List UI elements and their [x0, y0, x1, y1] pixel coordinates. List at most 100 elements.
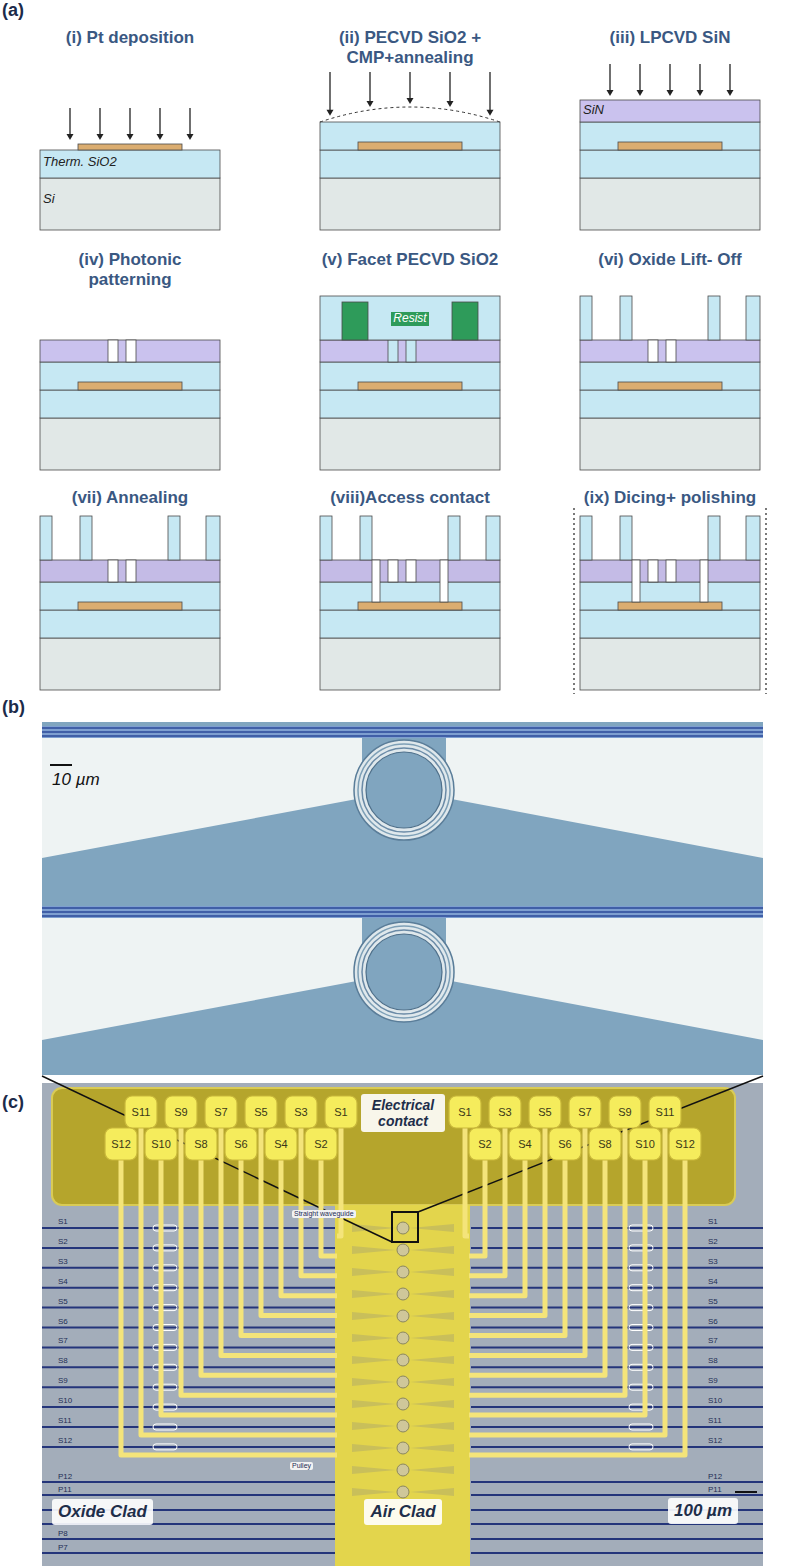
ring-edge: [362, 748, 446, 832]
electrical-wire: [469, 1144, 685, 1455]
pecvd-oxide: [580, 362, 760, 390]
arrow-head: [637, 90, 644, 96]
pad-label: S3: [498, 1106, 511, 1119]
step-title: (iv) Photonic patterning: [55, 250, 205, 289]
contact-pad: [245, 1096, 277, 1128]
pad-label: S5: [538, 1106, 551, 1119]
ring-edge: [358, 926, 450, 1018]
deposition-arrow: [639, 64, 640, 91]
electrical-wire: [469, 1112, 665, 1435]
waveguide: [471, 1267, 763, 1269]
waveguide-label: S3: [708, 1257, 718, 1266]
waveguide-label: S4: [58, 1277, 68, 1286]
electrical-wire: [469, 1144, 605, 1375]
access-opening: [372, 560, 380, 602]
platinum-heater: [618, 142, 722, 150]
waveguide: [42, 1366, 335, 1368]
pecvd-oxide: [40, 362, 220, 390]
taper-wedge: [410, 1312, 454, 1320]
silicon-substrate: [320, 638, 500, 690]
waveguide-label: S12: [58, 1436, 72, 1445]
deposition-arrow: [129, 108, 130, 135]
waveguide-label: S6: [708, 1317, 718, 1326]
pecvd-oxide: [580, 122, 760, 150]
panel-label: (a): [2, 0, 24, 21]
node-text: Electrical contact: [367, 1097, 439, 1129]
contact-pad: [265, 1128, 297, 1160]
oxide-pillar: [708, 296, 720, 340]
step-title: (v) Facet PECVD SiO2: [295, 250, 525, 270]
waveguide-label: P12: [708, 1472, 722, 1481]
zoom-line: [418, 1076, 763, 1212]
device-icon: [153, 1305, 177, 1311]
arrow-head: [97, 134, 104, 140]
waveguide: [471, 1538, 763, 1540]
waveguide: [42, 1446, 335, 1448]
trench: [126, 560, 136, 582]
bus-waveguide-edge: [42, 915, 763, 917]
pad-label: S2: [478, 1138, 491, 1151]
waveguide: [471, 1446, 763, 1448]
device-icon: [629, 1225, 653, 1231]
silicon-substrate: [40, 418, 220, 470]
oxide-pillar: [320, 516, 332, 560]
contact-pad: [325, 1096, 357, 1128]
waveguide-label: S5: [58, 1297, 68, 1306]
ring-center: [366, 752, 442, 828]
oxide-pillar: [360, 516, 372, 560]
silicon-nitride: [580, 340, 760, 362]
pad-label: S12: [111, 1138, 131, 1151]
contact-pad: [549, 1128, 581, 1160]
scale-bar: [50, 764, 72, 766]
trench: [648, 560, 658, 582]
oxide-pillar: [620, 296, 632, 340]
deposition-arrow: [449, 72, 450, 102]
device-icon: [153, 1364, 177, 1370]
electrical-wire: [321, 1144, 337, 1256]
pad-label: S7: [214, 1106, 227, 1119]
device-icon: [629, 1404, 653, 1410]
oxide-pillar: [80, 516, 92, 560]
pecvd-oxide: [320, 362, 500, 390]
taper-wedge: [352, 1268, 396, 1276]
contact-pad: [145, 1128, 177, 1160]
contact-pad: [669, 1128, 701, 1160]
scale-label: 10 µm: [52, 770, 100, 790]
contact-pad: [649, 1096, 681, 1128]
thermal-oxide: [40, 150, 220, 178]
resist-label: Resist: [391, 312, 428, 326]
oxide-pillar: [448, 516, 460, 560]
arrow-head: [487, 110, 494, 116]
waveguide: [471, 1366, 763, 1368]
taper-wedge: [410, 1224, 454, 1232]
taper-wedge: [352, 1400, 396, 1408]
air-clad-window: [335, 1205, 470, 1566]
ring-device: [397, 1222, 409, 1234]
waveguide: [42, 1386, 335, 1388]
device-icon: [153, 1285, 177, 1291]
pad-label: S8: [194, 1138, 207, 1151]
electrode-region: [42, 738, 362, 858]
silicon-nitride: [320, 340, 500, 362]
step-title: (ii) PECVD SiO2 + CMP+annealing: [335, 28, 485, 67]
ring-device: [397, 1486, 409, 1498]
arrow-head: [407, 98, 414, 104]
platinum-heater: [358, 382, 462, 390]
bus-waveguide-edge: [42, 727, 763, 729]
electrical-wire: [469, 1144, 645, 1415]
zoom-line: [42, 1076, 392, 1242]
dicing-line: [573, 508, 574, 694]
dicing-line: [765, 508, 766, 694]
trench: [388, 560, 398, 582]
oxide-pillar: [168, 516, 180, 560]
thermal-oxide: [320, 150, 500, 178]
waveguide-label: S5: [708, 1297, 718, 1306]
waveguide: [42, 1426, 335, 1428]
thermal-oxide: [580, 150, 760, 178]
arrow-head: [327, 110, 334, 116]
device-icon: [629, 1285, 653, 1291]
deposition-arrow: [369, 72, 370, 102]
waveguide: [471, 1346, 763, 1348]
micrograph-background: [42, 722, 763, 1075]
